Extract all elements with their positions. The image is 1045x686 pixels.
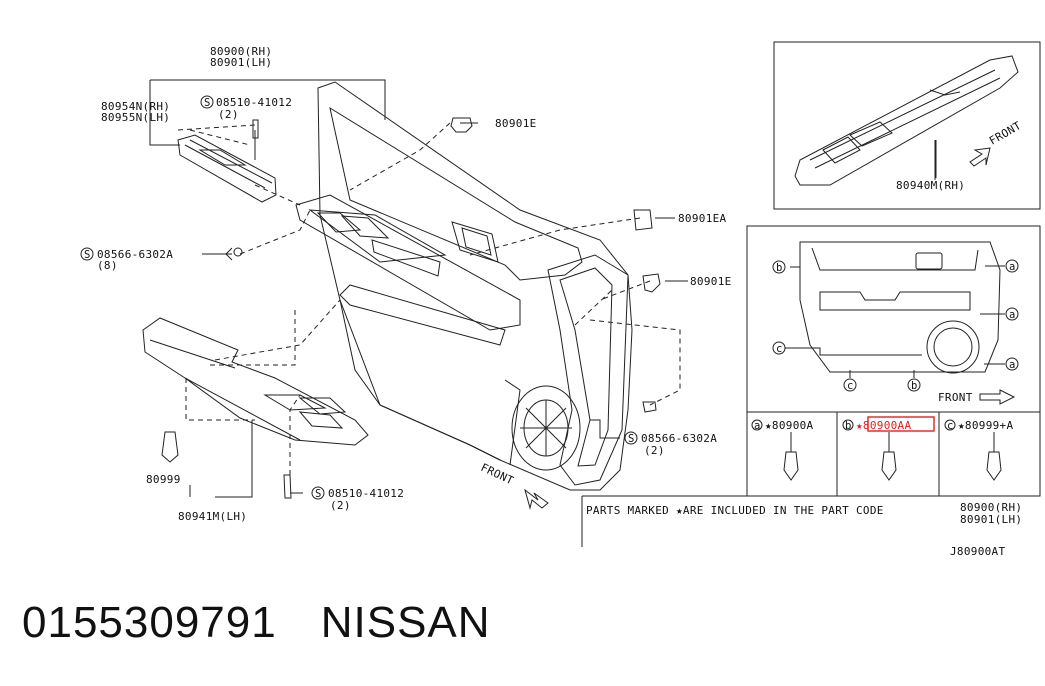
label-80955: 80955N(LH) — [101, 111, 170, 124]
marker-a-3: a — [1009, 359, 1016, 371]
armrest-upper-part — [177, 134, 277, 203]
label-screw1-qty: (2) — [218, 108, 239, 121]
label-clip-ea: 80901EA — [678, 212, 727, 225]
label-s-screw2: S — [84, 249, 91, 261]
part-number: 0155309791 — [22, 598, 277, 647]
label-clip-c: ★80999+A — [958, 419, 1013, 432]
circle-letter-markers — [751, 259, 1019, 431]
label-screw4: 08510-41012 — [328, 487, 404, 500]
marker-c-1: c — [776, 343, 783, 355]
label-80940: 80940M(RH) — [896, 179, 965, 192]
label-s-screw1: S — [204, 97, 211, 109]
label-s-screw4: S — [315, 488, 322, 500]
label-80999: 80999 — [146, 473, 181, 486]
leader-lines — [149, 79, 1040, 547]
brand-name: NISSAN — [320, 598, 491, 647]
parts-note: PARTS MARKED ★ARE INCLUDED IN THE PART C… — [586, 504, 884, 517]
inset-box — [773, 41, 1041, 210]
marker-a-2: a — [1009, 309, 1016, 321]
label-screw3-qty: (2) — [644, 444, 665, 457]
label-screw2: 08566-6302A — [97, 248, 173, 261]
label-s-screw3: S — [628, 433, 635, 445]
label-clip-a: ★80900A — [765, 419, 814, 432]
parts-note-lh: 80901(LH) — [960, 513, 1022, 526]
front-arrow-inset — [969, 147, 991, 167]
label-front-panel: FRONT — [938, 391, 973, 404]
label-clip-e-mid: 80901E — [690, 275, 732, 288]
label-screw4-qty: (2) — [330, 499, 351, 512]
label-clip-e-top: 80901E — [495, 117, 537, 130]
footer-caption: 0155309791 NISSAN — [22, 598, 491, 648]
label-80941: 80941M(LH) — [178, 510, 247, 523]
marker-c-2: c — [847, 380, 854, 392]
front-arrow-main — [524, 488, 549, 510]
label-clip-b: ★80900AA — [856, 419, 911, 432]
label-80900: 80900(RH) — [210, 45, 272, 58]
diagram-code: J80900AT — [950, 545, 1005, 558]
label-80954: 80954N(RH) — [101, 100, 170, 113]
marker-a-1: a — [1009, 261, 1016, 273]
screw-s-markers — [80, 95, 638, 500]
label-80901: 80901(LH) — [210, 56, 272, 69]
front-arrow-panel — [979, 389, 1016, 405]
marker-a-clip: a — [754, 420, 761, 432]
fastener-icons — [161, 117, 1002, 499]
clip-detail-panel — [746, 225, 1041, 497]
marker-b-1: b — [776, 262, 783, 274]
marker-c-clip: c — [947, 420, 954, 432]
marker-b-clip: b — [845, 420, 852, 432]
label-screw3: 08566-6302A — [641, 432, 717, 445]
label-front-inset: FRONT — [987, 119, 1024, 148]
label-screw2-qty: (8) — [97, 259, 118, 272]
label-screw1: 08510-41012 — [216, 96, 292, 109]
armrest-lower-part — [142, 317, 369, 446]
door-trim-panel — [295, 81, 633, 491]
highlight-box — [867, 416, 935, 432]
projection-lines — [177, 122, 681, 475]
parts-note-rh: 80900(RH) — [960, 501, 1022, 514]
marker-b-2: b — [911, 380, 918, 392]
